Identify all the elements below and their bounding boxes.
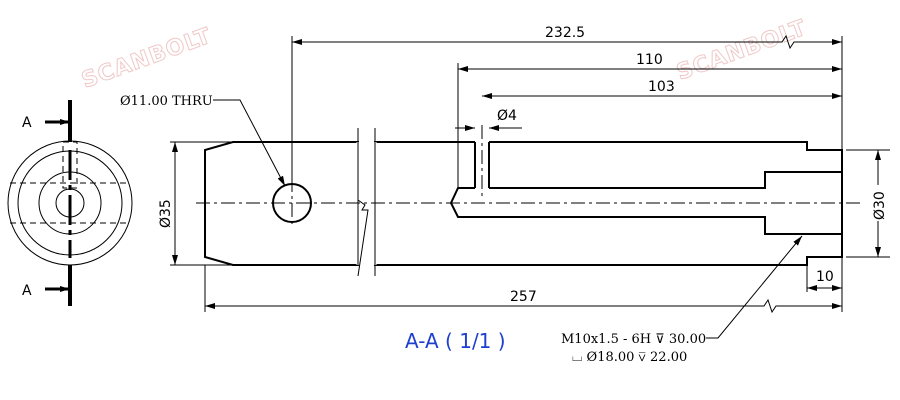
thru-hole-callout: Ø11.00 THRU — [120, 94, 286, 187]
view-title: A-A ( 1/1 ) — [405, 329, 506, 353]
dimension-text: Ø4 — [497, 108, 517, 124]
watermark: SCANBOLT — [79, 24, 216, 94]
dimension-text: Ø35 — [158, 199, 174, 228]
watermark: SCANBOLT — [674, 16, 811, 86]
callout-text: M10x1.5 - 6H ⊽ 30.00 — [561, 332, 706, 347]
dimension-text: Ø30 — [872, 191, 888, 220]
section-label-bottom: A — [22, 283, 32, 299]
dimension-110: 110 — [457, 52, 842, 188]
dimension-text: 232.5 — [545, 25, 585, 41]
dimension-dia-30: Ø30 — [846, 149, 890, 258]
thread-callout: M10x1.5 - 6H ⊽ 30.00 ⌴ Ø18.00 ⊽ 22.00 — [561, 235, 803, 365]
dimension-text: 257 — [510, 289, 537, 305]
dimension-text: 103 — [648, 79, 675, 95]
dimension-10: 10 — [806, 257, 843, 312]
dimension-103: 103 — [482, 79, 842, 99]
dimension-232-5: 232.5 — [291, 25, 843, 185]
callout-text: Ø11.00 THRU — [120, 94, 213, 109]
section-label-top: A — [22, 115, 32, 131]
dimension-dia-35: Ø35 — [158, 141, 233, 266]
callout-text: ⌴ Ø18.00 ⊽ 22.00 — [572, 350, 687, 365]
dimension-text: 110 — [636, 52, 663, 68]
dimension-257: 257 — [204, 265, 842, 314]
dimension-dia-4: Ø4 — [455, 108, 522, 131]
section-view — [196, 125, 860, 277]
end-view: A A — [7, 100, 133, 306]
dimension-text: 10 — [816, 269, 834, 285]
